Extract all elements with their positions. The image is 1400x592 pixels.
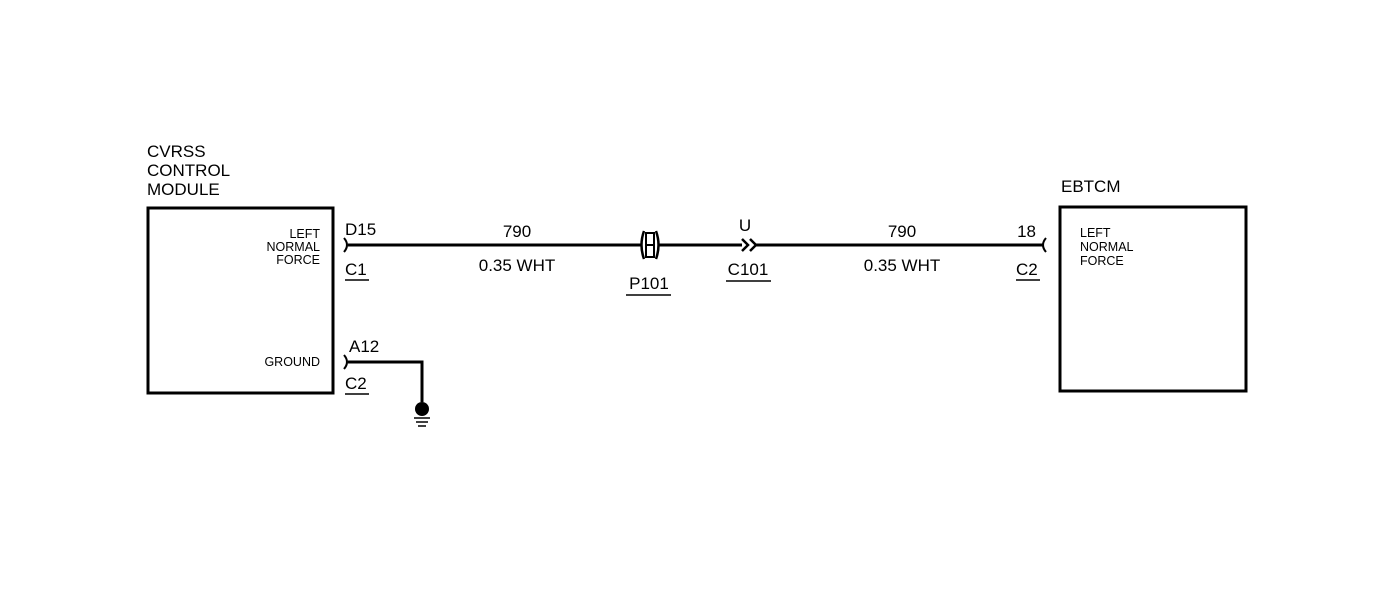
- ebtcm-module-box: [1058, 205, 1248, 393]
- ebtcm-connector: C2: [1016, 260, 1038, 279]
- cvrss-signal-terminal: D15 C1: [343, 220, 376, 281]
- cvrss-title-line-1: CVRSS: [147, 142, 206, 161]
- cvrss-ground-pin: A12: [349, 337, 379, 356]
- cvrss-pin-label-line-1: LEFT: [289, 227, 320, 241]
- connector-terminal-icon: [1042, 237, 1047, 253]
- wire-segment-1-circuit: 790: [503, 222, 531, 241]
- ebtcm-pin-label-line-1: LEFT: [1080, 226, 1111, 240]
- ground-wire: [348, 360, 424, 402]
- ground-circuit: [348, 360, 430, 427]
- cvrss-title-line-3: MODULE: [147, 180, 220, 199]
- connector-terminal-icon: [343, 237, 348, 253]
- connector-terminal-icon: [343, 354, 348, 370]
- wire-segment-1-spec: 0.35 WHT: [479, 256, 556, 275]
- cvrss-pin-label-line-2: NORMAL: [267, 240, 321, 254]
- cvrss-ground-label: GROUND: [264, 355, 320, 369]
- splice-label: P101: [629, 274, 669, 293]
- cvrss-signal-pin: D15: [345, 220, 376, 239]
- inline-connector-pin: U: [739, 216, 751, 235]
- wire-segment-2-spec: 0.35 WHT: [864, 256, 941, 275]
- cvrss-ground-connector: C2: [345, 374, 367, 393]
- ebtcm-pin: 18: [1017, 222, 1036, 241]
- cvrss-module-box: [146, 206, 335, 395]
- ebtcm-pin-label-line-2: NORMAL: [1080, 240, 1134, 254]
- cvrss-module: CVRSS CONTROL MODULE LEFT NORMAL FORCE G…: [146, 142, 335, 395]
- splice-p101: P101: [626, 230, 671, 296]
- cvrss-title-line-2: CONTROL: [147, 161, 230, 180]
- inline-connector-label: C101: [728, 260, 769, 279]
- ground-symbol-icon: [414, 402, 430, 427]
- cvrss-ground-terminal: A12 C2: [343, 337, 379, 395]
- ebtcm-title: EBTCM: [1061, 177, 1121, 196]
- cvrss-pin-label-line-3: FORCE: [276, 253, 320, 267]
- inline-connector-icon: [741, 238, 758, 252]
- inline-connector-c101: U C101: [726, 216, 771, 282]
- cvrss-signal-connector: C1: [345, 260, 367, 279]
- splice-pack-icon: [640, 230, 660, 260]
- wire-segment-2-circuit: 790: [888, 222, 916, 241]
- ebtcm-module: EBTCM LEFT NORMAL FORCE: [1058, 177, 1248, 393]
- ebtcm-terminal: 18 C2: [1016, 222, 1047, 281]
- wire-segment-2: 790 0.35 WHT: [756, 222, 1043, 275]
- wire-segment-1: 790 0.35 WHT: [348, 222, 641, 275]
- ebtcm-pin-label-line-3: FORCE: [1080, 254, 1124, 268]
